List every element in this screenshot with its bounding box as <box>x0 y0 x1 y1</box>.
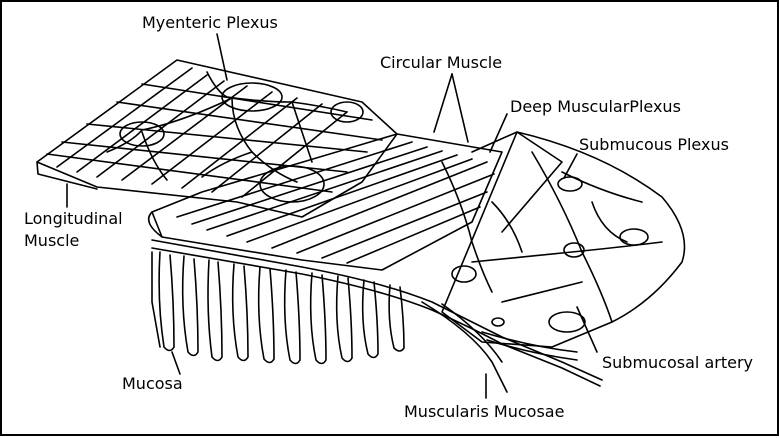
label-submucous-plexus: Submucous Plexus <box>579 136 729 154</box>
longitudinal-muscle-layer <box>37 60 397 217</box>
label-longitudinal-line2: Muscle <box>24 230 123 252</box>
label-deep-muscular-plexus: Deep MuscularPlexus <box>510 98 681 116</box>
submucous-plexus-network <box>442 132 685 347</box>
label-longitudinal-line1: Longitudinal <box>24 208 123 230</box>
label-submucosal-artery: Submucosal artery <box>602 354 753 372</box>
label-longitudinal-muscle: Longitudinal Muscle <box>24 208 123 252</box>
label-myenteric-plexus: Myenteric Plexus <box>142 14 278 32</box>
label-mucosa: Mucosa <box>122 375 183 393</box>
label-muscularis-mucosae: Muscularis Mucosae <box>404 403 564 421</box>
label-circular-muscle: Circular Muscle <box>380 54 502 72</box>
